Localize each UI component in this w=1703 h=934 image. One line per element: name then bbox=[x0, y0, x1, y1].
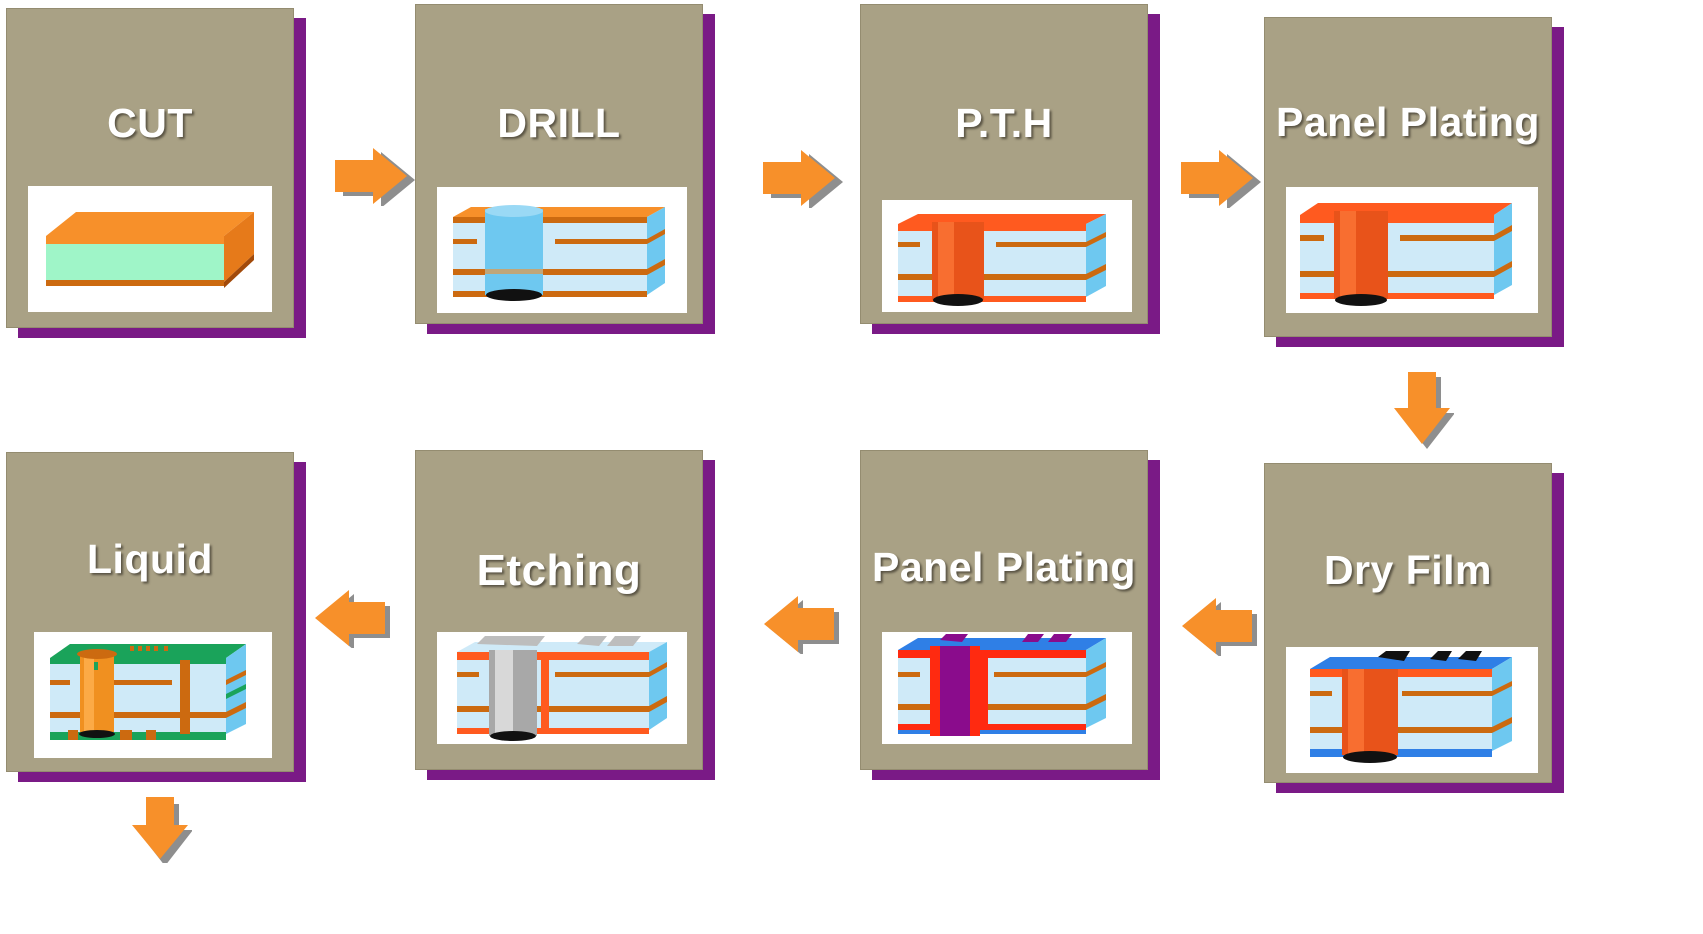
step-dry-film: Dry Film bbox=[1264, 463, 1564, 793]
arrow-left-etching-to-liquid bbox=[311, 588, 393, 648]
step-liquid: Liquid bbox=[6, 452, 306, 782]
drilled-board-illustration bbox=[437, 187, 687, 313]
dry-film-illustration bbox=[1286, 647, 1538, 773]
arrow-right-cut-to-drill bbox=[333, 146, 415, 206]
step-title: Etching bbox=[476, 546, 642, 595]
arrow-left-panel-plating-to-etching bbox=[760, 594, 842, 654]
plated-panel-illustration bbox=[1286, 187, 1538, 313]
arrow-right-pth-to-panel-plating bbox=[1179, 148, 1261, 208]
step-title: DRILL bbox=[497, 100, 621, 146]
etched-board-illustration bbox=[437, 632, 687, 744]
step-title: Panel Plating bbox=[1276, 99, 1540, 145]
solder-mask-illustration bbox=[34, 632, 272, 758]
step-cut: CUT bbox=[6, 8, 306, 338]
step-title: P.T.H bbox=[955, 100, 1053, 146]
step-etching: Etching bbox=[415, 450, 715, 780]
plated-through-hole-illustration bbox=[882, 200, 1132, 312]
arrow-down-panel-plating-to-dry-film bbox=[1392, 370, 1454, 450]
step-title: Liquid bbox=[87, 536, 213, 582]
pattern-plated-illustration bbox=[882, 632, 1132, 744]
arrow-left-dry-film-to-panel-plating bbox=[1178, 596, 1260, 656]
arrow-right-drill-to-pth bbox=[761, 148, 843, 208]
laminate-illustration bbox=[28, 186, 272, 312]
step-title: CUT bbox=[107, 100, 193, 146]
step-panel-plating-2: Panel Plating bbox=[860, 450, 1160, 780]
step-panel-plating-1: Panel Plating bbox=[1264, 17, 1564, 347]
arrow-down-from-liquid bbox=[130, 797, 192, 863]
step-pth: P.T.H bbox=[860, 4, 1160, 334]
step-drill: DRILL bbox=[415, 4, 715, 334]
step-title: Panel Plating bbox=[872, 544, 1136, 590]
step-title: Dry Film bbox=[1323, 547, 1493, 593]
